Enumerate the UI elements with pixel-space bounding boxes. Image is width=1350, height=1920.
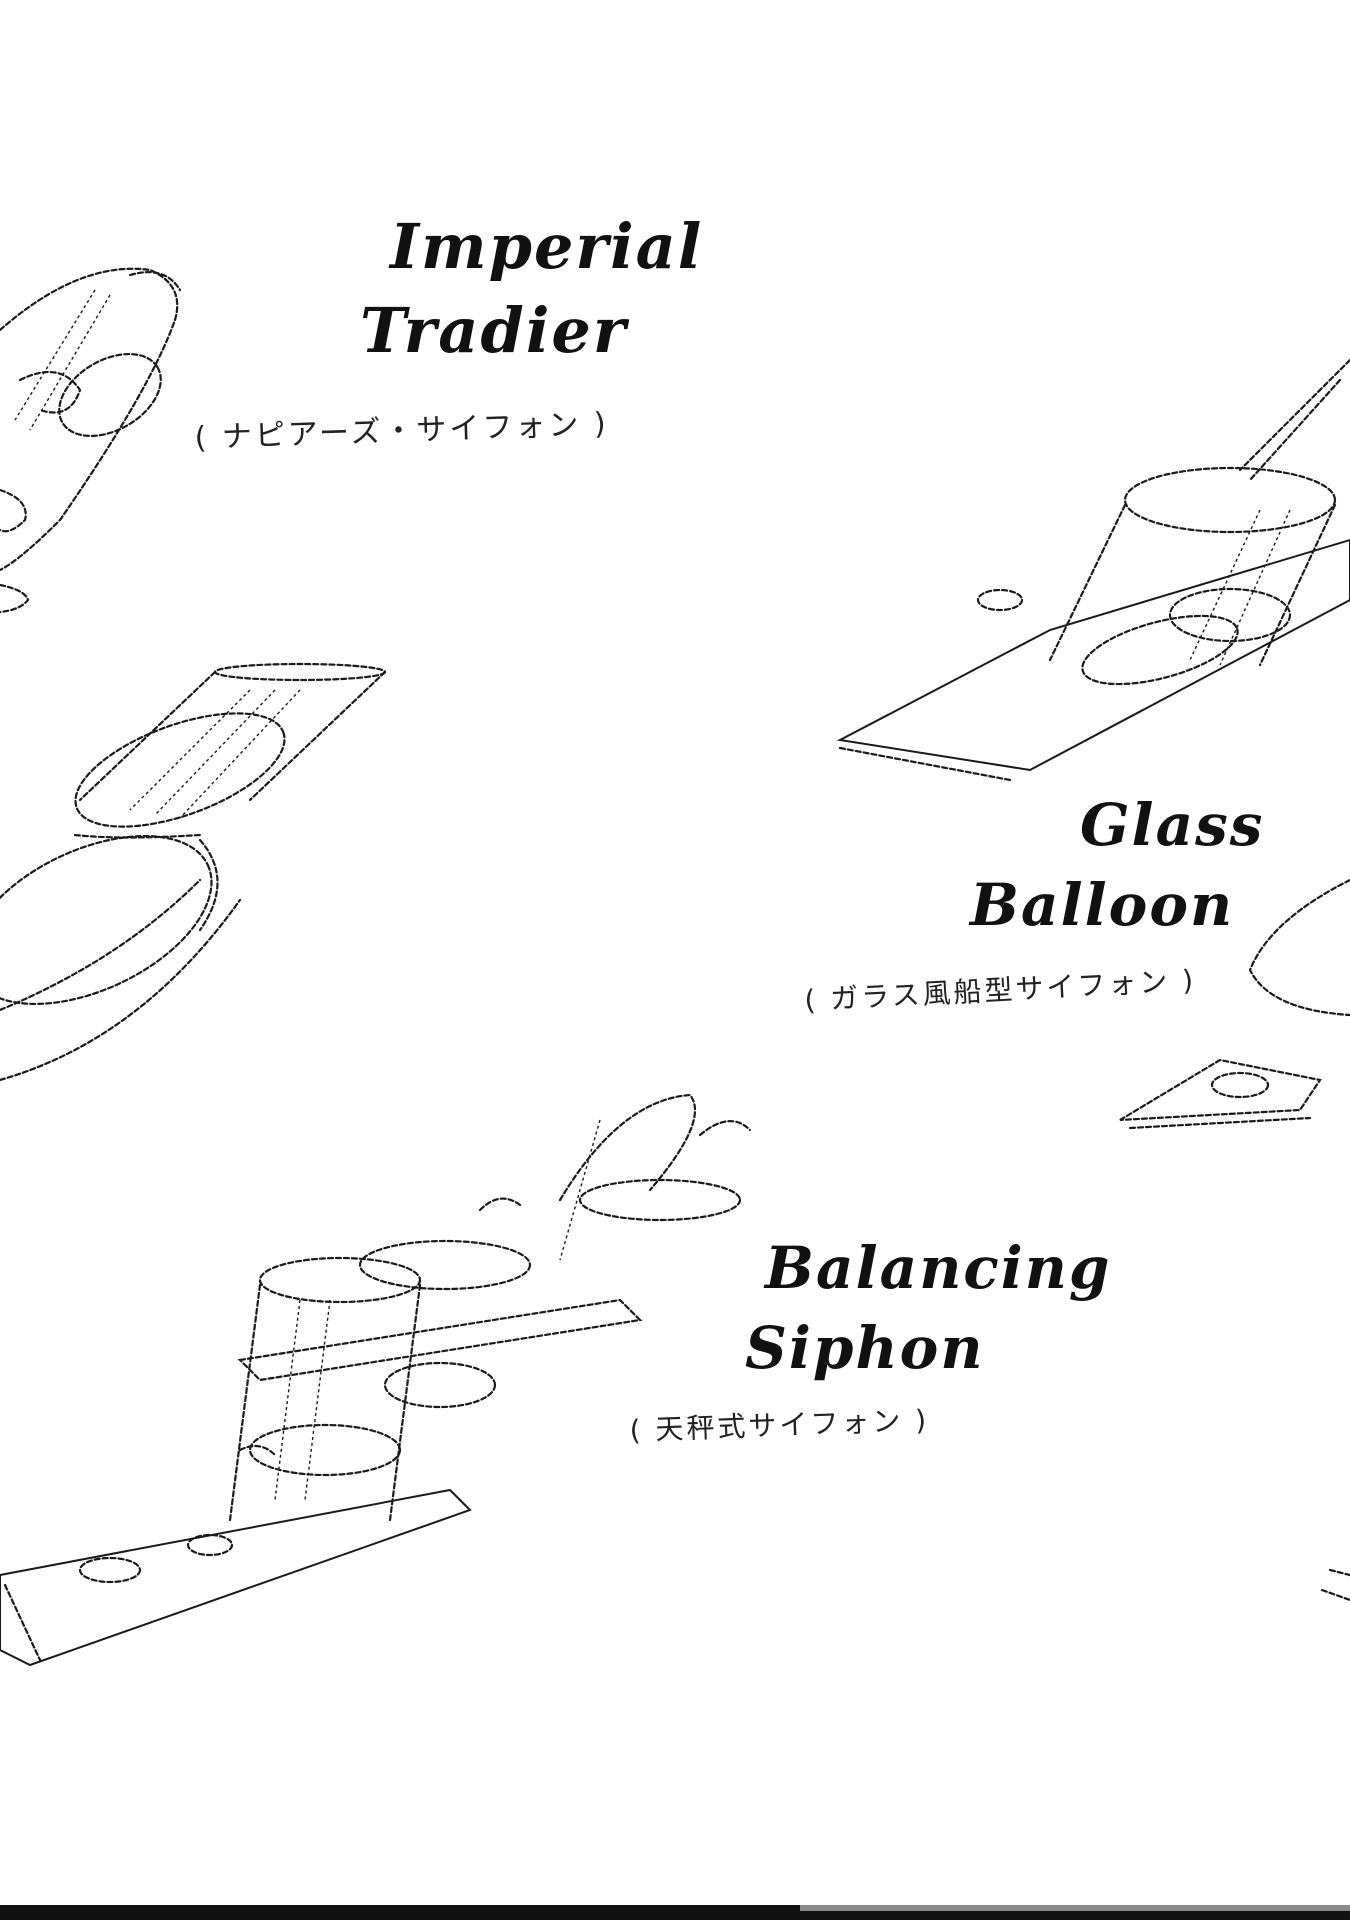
partial-siphon-right-edge [1119,878,1350,1602]
balancing-siphon-bottom-illustration [0,1093,752,1667]
label-3-subtitle: ( 天秤式サイフォン ) [629,1404,930,1447]
napier-siphon-illustration [0,267,182,614]
label-3-title-line-2: Siphon [745,1314,985,1382]
label-balancing-siphon: Balancing Siphon ( 天秤式サイフォン ) [629,1234,1111,1447]
label-1-title-line-2: Tradier [360,294,630,367]
balancing-siphon-top-illustration [836,358,1350,782]
label-1-title-line-1: Imperial [388,210,703,283]
label-1-subtitle: ( ナピアーズ・サイフォン ) [194,407,609,456]
label-2-subtitle: ( ガラス風船型サイフォン ) [804,964,1197,1017]
label-imperial-tradier: Imperial Tradier ( ナピアーズ・サイフォン ) [194,210,703,456]
label-glass-balloon: Glass Balloon ( ガラス風船型サイフォン ) [804,791,1264,1017]
label-2-title-line-2: Balloon [968,871,1234,939]
label-3-title-line-1: Balancing [763,1234,1111,1302]
page-bottom-border-shade [800,1905,1350,1911]
glass-balloon-siphon-illustration [0,662,387,1082]
label-2-title-line-1: Glass [1080,791,1264,859]
